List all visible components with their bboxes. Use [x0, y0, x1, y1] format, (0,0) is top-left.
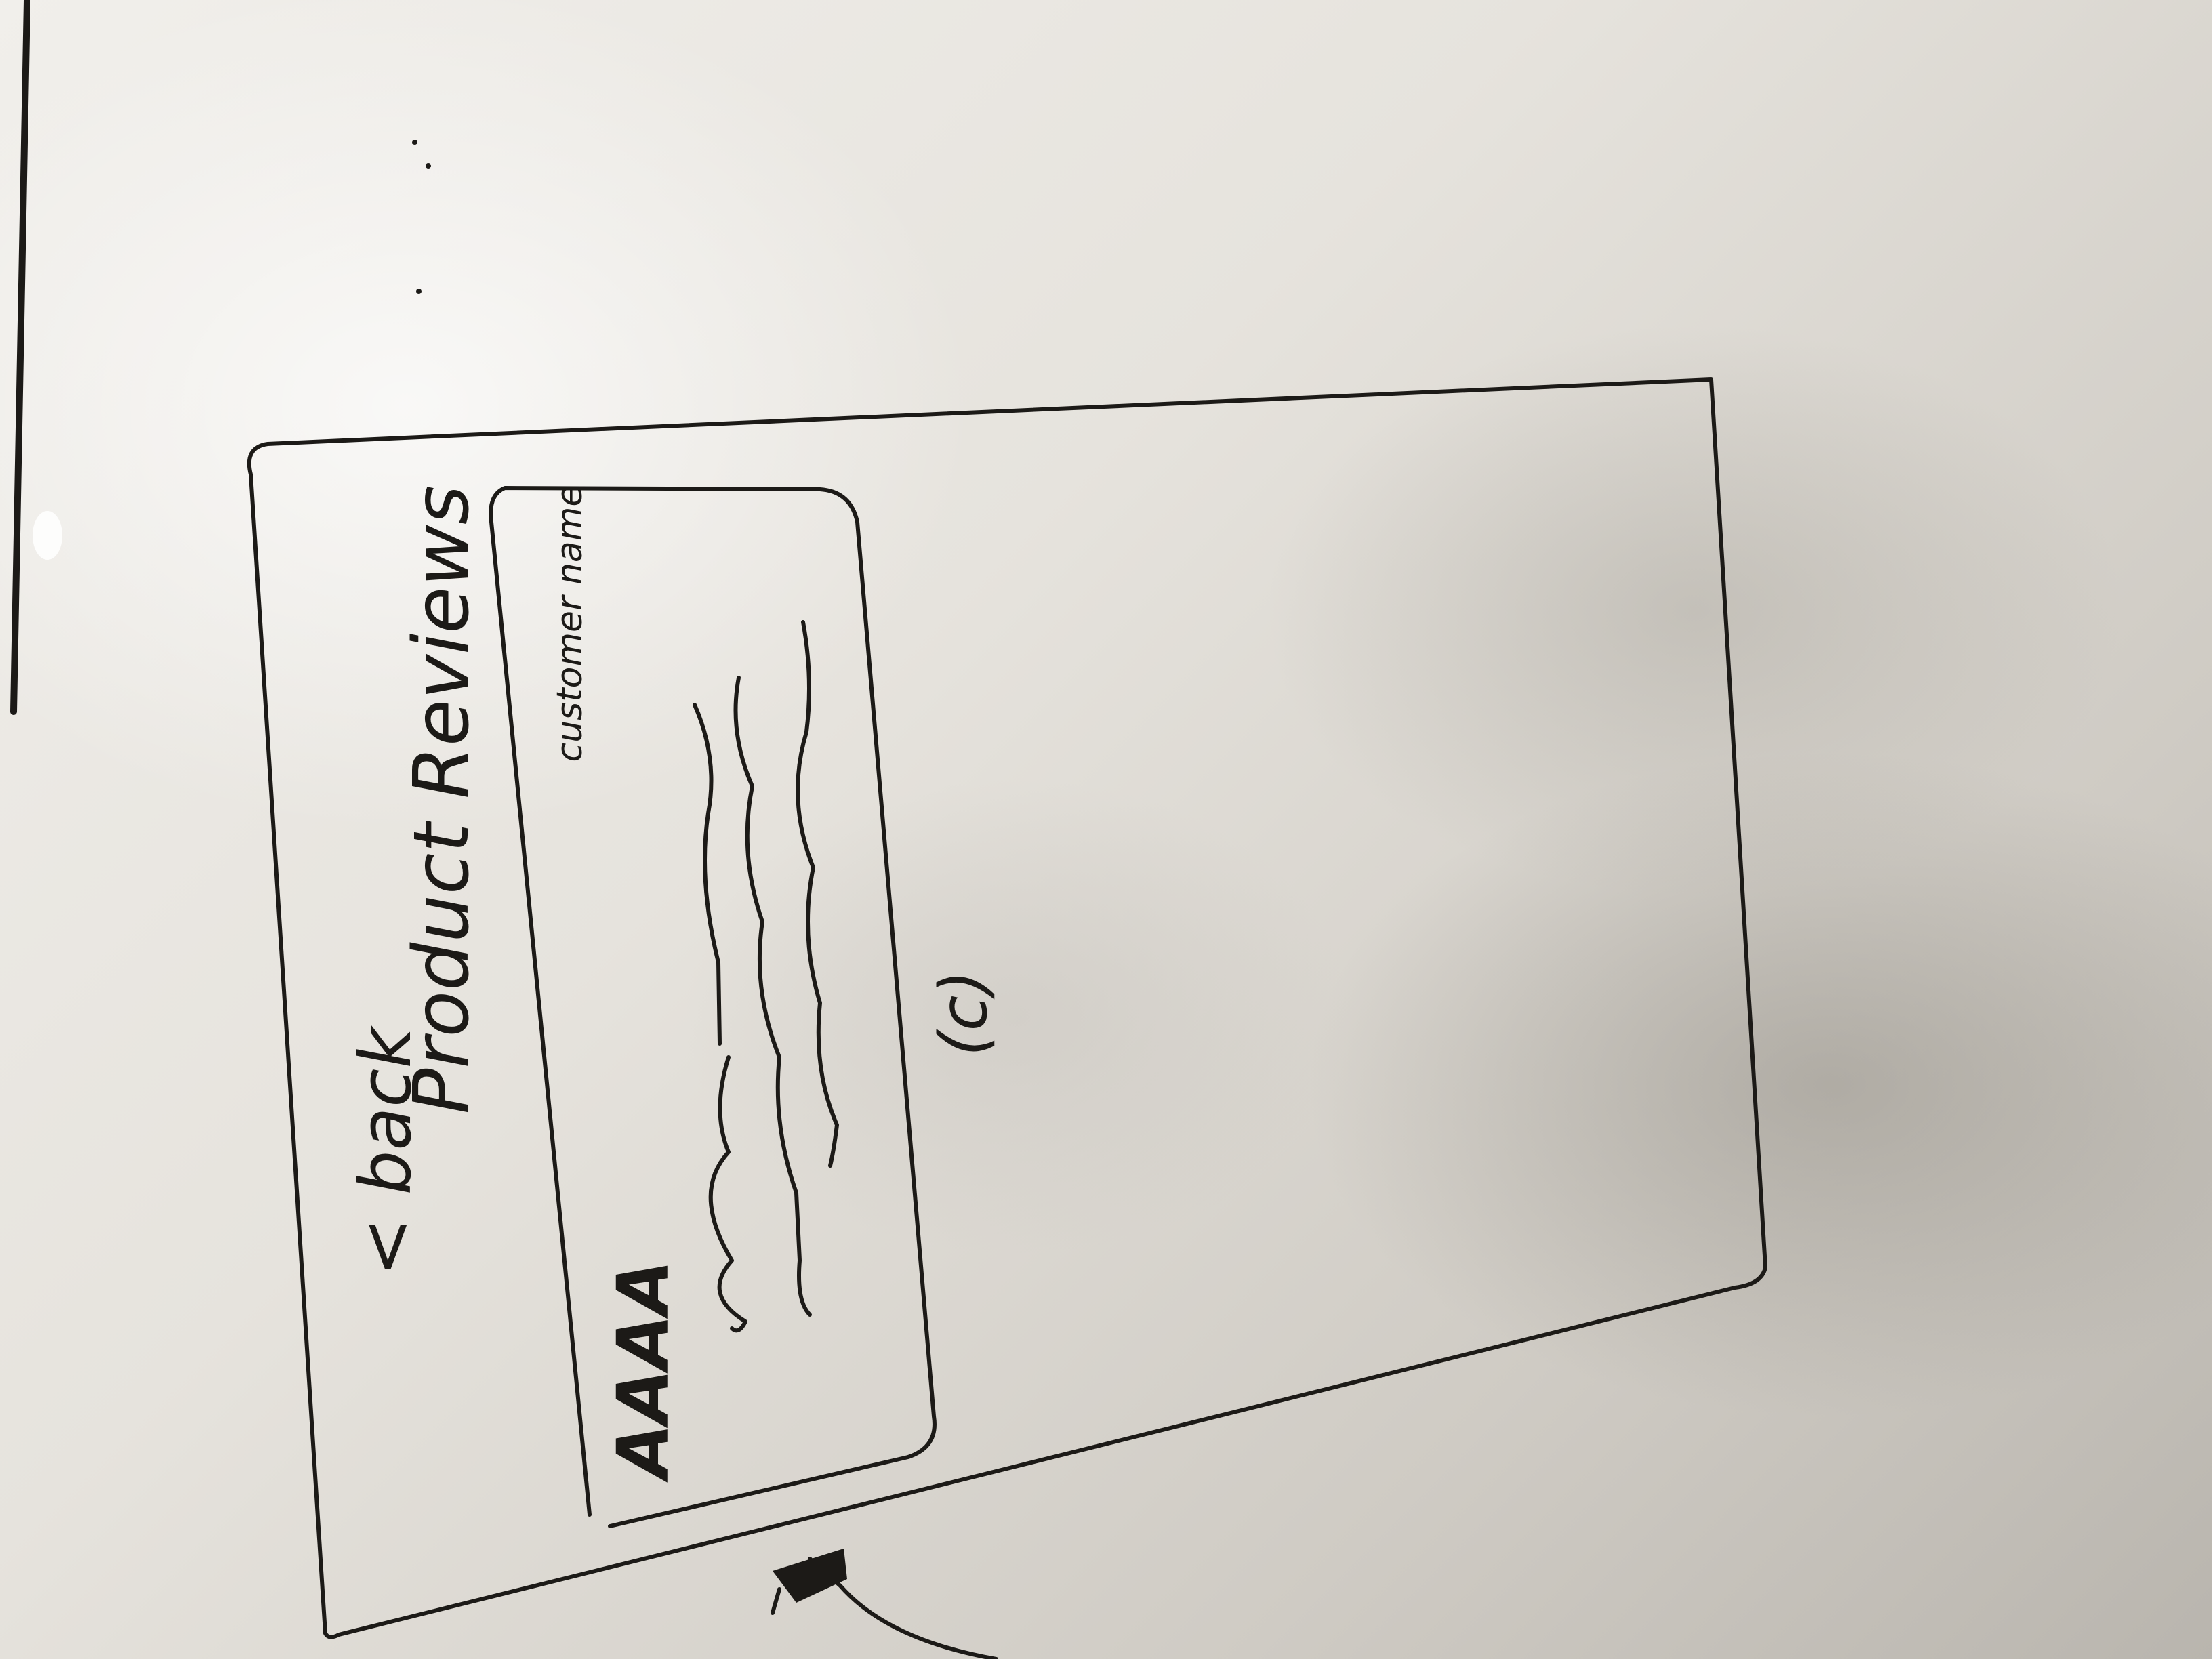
- page-indicator: (c): [926, 970, 1002, 1057]
- back-link-label: < back: [344, 1025, 427, 1277]
- review-text-line: [693, 703, 747, 1333]
- arrow-head-stem: [771, 1587, 781, 1615]
- annotation-arrow: [808, 1557, 998, 1659]
- review-text-line: [796, 620, 839, 1168]
- review-card: [489, 486, 937, 1528]
- star-rating: AAAA: [602, 1260, 684, 1483]
- header-title: Product Reviews: [398, 485, 486, 1114]
- arrow-head: [773, 1549, 847, 1603]
- stray-mark: [416, 289, 422, 294]
- customer-name-label: customer name: [550, 485, 590, 762]
- stray-mark: [426, 163, 431, 169]
- review-text-line: [733, 676, 812, 1317]
- stray-mark: [412, 140, 417, 145]
- board-edge: [10, 0, 30, 715]
- phone-frame: [247, 377, 1767, 1639]
- light-glare: [33, 511, 62, 560]
